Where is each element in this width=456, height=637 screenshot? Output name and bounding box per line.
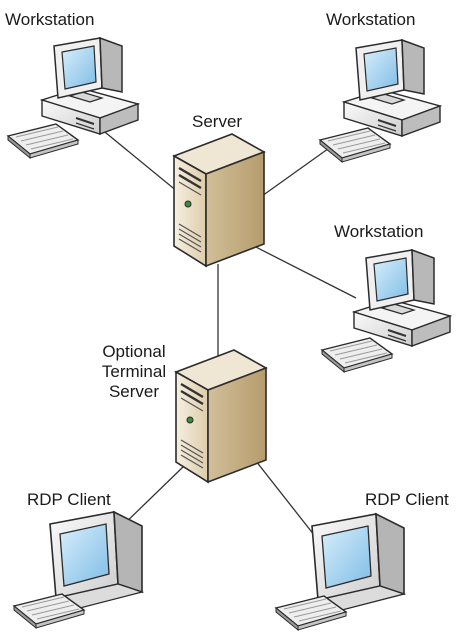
label-workstation-top-left: Workstation (5, 10, 95, 29)
link-ws1-server (99, 127, 179, 193)
workstation-icon-right (321, 249, 451, 373)
terminal-server-icon (174, 348, 268, 484)
label-terminal-server-line1: Optional (102, 342, 166, 361)
label-server: Server (192, 112, 243, 131)
rdp-client-icon-left (13, 511, 143, 629)
connections (99, 127, 357, 541)
keyboard-icon (7, 123, 79, 159)
label-workstation-top-right: Workstation (326, 10, 416, 29)
label-terminal-server-line2: Terminal (101, 362, 167, 381)
link-ws3-server (245, 241, 357, 299)
keyboard-icon (321, 337, 393, 373)
label-terminal-server: Optional Terminal Server (84, 342, 184, 402)
workstation-icon-top-right (319, 39, 441, 163)
label-rdp-client-right: RDP Client (365, 490, 449, 509)
rdp-client-icon-right (275, 513, 405, 631)
link-ws2-server (261, 145, 333, 197)
label-terminal-server-line3: Server (108, 382, 160, 401)
link-terminal-rdp2 (251, 455, 319, 541)
label-workstation-right: Workstation (334, 222, 424, 241)
keyboard-icon (319, 127, 391, 163)
workstation-icon-top-left (7, 37, 139, 159)
label-rdp-client-left: RDP Client (27, 490, 111, 509)
server-icon (172, 132, 266, 268)
